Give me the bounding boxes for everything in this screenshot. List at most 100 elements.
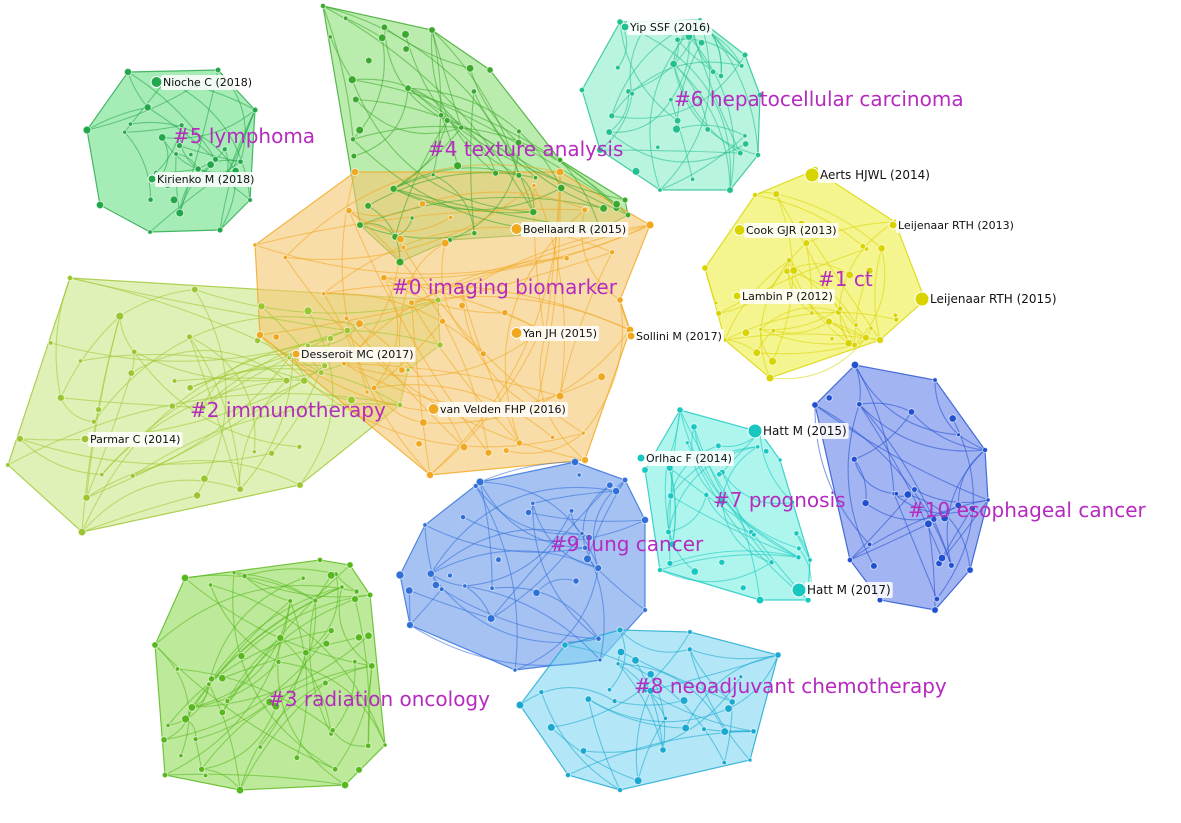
reference-node[interactable] [251, 449, 257, 455]
reference-node[interactable] [351, 595, 359, 604]
reference-node[interactable] [502, 447, 510, 455]
reference-node[interactable] [557, 183, 566, 193]
reference-node[interactable] [530, 500, 536, 506]
reference-node[interactable] [856, 401, 863, 408]
reference-node[interactable] [123, 67, 133, 77]
reference-node[interactable] [715, 310, 723, 317]
reference-node[interactable] [709, 68, 717, 76]
reference-node[interactable] [486, 66, 494, 74]
reference-node[interactable] [868, 325, 874, 331]
reference-node[interactable] [327, 627, 335, 635]
reference-node[interactable] [380, 274, 388, 282]
reference-node[interactable] [668, 96, 674, 103]
reference-node[interactable] [327, 34, 333, 40]
reference-node[interactable] [968, 504, 977, 513]
reference-node[interactable] [355, 765, 363, 774]
reference-node[interactable] [322, 679, 329, 687]
reference-node-highlight[interactable] [510, 223, 523, 235]
reference-node[interactable] [352, 658, 358, 665]
reference-node[interactable] [564, 771, 572, 779]
reference-node[interactable] [893, 490, 900, 497]
reference-node[interactable] [447, 214, 454, 221]
reference-node[interactable] [402, 45, 410, 53]
reference-node[interactable] [673, 116, 682, 125]
reference-node[interactable] [954, 501, 963, 510]
reference-node[interactable] [662, 715, 669, 721]
reference-node[interactable] [173, 151, 179, 157]
reference-node[interactable] [207, 675, 216, 683]
reference-node[interactable] [95, 406, 103, 414]
reference-node[interactable] [809, 310, 815, 316]
reference-node[interactable] [47, 340, 54, 346]
reference-node[interactable] [850, 455, 858, 463]
reference-node[interactable] [616, 296, 624, 304]
reference-node[interactable] [157, 133, 167, 142]
reference-node[interactable] [796, 545, 802, 552]
reference-node[interactable] [415, 440, 423, 448]
reference-node[interactable] [768, 559, 775, 566]
reference-node-highlight[interactable] [888, 220, 898, 230]
reference-node[interactable] [785, 257, 793, 264]
reference-node[interactable] [641, 466, 649, 474]
reference-node[interactable] [422, 522, 428, 528]
reference-node[interactable] [293, 754, 301, 762]
reference-node-highlight[interactable] [291, 349, 301, 359]
reference-node[interactable] [82, 493, 91, 502]
reference-node[interactable] [349, 136, 357, 143]
reference-node[interactable] [837, 305, 844, 312]
reference-node[interactable] [398, 366, 406, 374]
reference-node[interactable] [911, 486, 918, 493]
reference-node[interactable] [611, 486, 621, 496]
reference-node[interactable] [768, 356, 777, 366]
reference-node[interactable] [458, 288, 466, 296]
reference-node[interactable] [686, 646, 693, 653]
reference-node[interactable] [130, 348, 138, 356]
reference-node[interactable] [430, 172, 436, 178]
reference-node[interactable] [168, 402, 177, 410]
reference-node[interactable] [257, 744, 264, 750]
reference-node[interactable] [462, 583, 468, 589]
reference-node[interactable] [718, 558, 726, 566]
reference-node[interactable] [122, 129, 128, 135]
reference-node[interactable] [212, 155, 219, 163]
reference-node[interactable] [178, 122, 185, 129]
reference-node[interactable] [556, 156, 564, 164]
reference-node[interactable] [447, 572, 453, 579]
reference-node[interactable] [198, 403, 207, 412]
reference-node[interactable] [549, 434, 556, 441]
reference-node[interactable] [790, 499, 796, 505]
reference-node[interactable] [689, 176, 696, 182]
reference-node[interactable] [721, 759, 728, 766]
reference-node[interactable] [465, 64, 475, 73]
reference-node[interactable] [576, 472, 582, 478]
reference-node[interactable] [845, 270, 855, 280]
reference-node[interactable] [351, 95, 360, 104]
reference-node[interactable] [235, 785, 245, 795]
reference-node[interactable] [720, 727, 730, 736]
reference-node[interactable] [202, 772, 209, 779]
reference-node[interactable] [207, 582, 214, 588]
reference-node[interactable] [555, 391, 565, 401]
reference-node[interactable] [287, 598, 294, 604]
reference-node[interactable] [931, 606, 939, 614]
reference-node[interactable] [907, 408, 916, 416]
reference-node[interactable] [331, 765, 339, 773]
reference-node[interactable] [275, 658, 282, 666]
reference-node-highlight[interactable] [791, 582, 807, 598]
reference-node[interactable] [198, 765, 206, 773]
reference-node[interactable] [578, 86, 586, 94]
reference-node[interactable] [617, 787, 623, 793]
reference-node[interactable] [206, 160, 215, 169]
reference-node[interactable] [175, 208, 185, 218]
reference-node[interactable] [524, 508, 533, 517]
reference-node[interactable] [713, 300, 719, 306]
reference-node[interactable] [425, 470, 435, 480]
reference-node[interactable] [515, 700, 525, 710]
reference-node[interactable] [342, 15, 349, 22]
reference-node[interactable] [684, 440, 690, 446]
reference-node[interactable] [343, 315, 350, 322]
reference-node[interactable] [247, 197, 253, 203]
reference-node[interactable] [579, 747, 588, 755]
reference-node[interactable] [484, 448, 493, 457]
reference-node[interactable] [322, 639, 331, 648]
